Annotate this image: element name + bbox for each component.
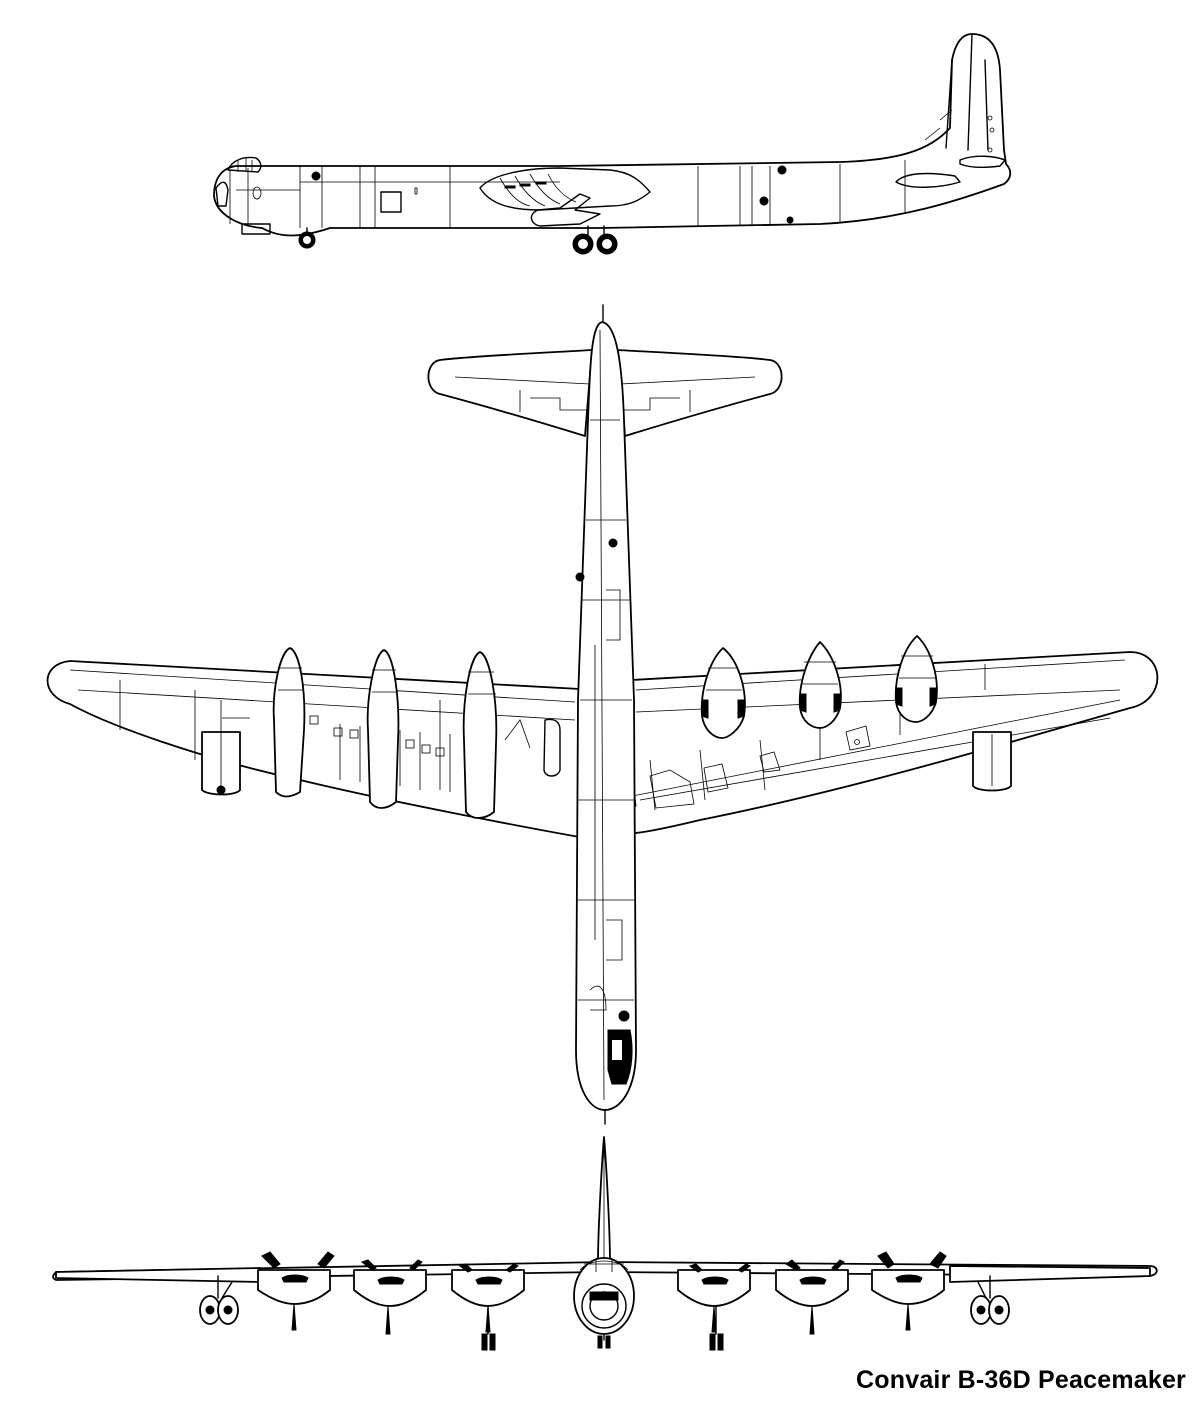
jet-pods-plan (201, 700, 1012, 796)
front-view (52, 1136, 1158, 1351)
side-view (213, 33, 1012, 255)
landing-gear-side (298, 225, 618, 255)
plan-view (46, 304, 1159, 1125)
horizontal-tail (427, 349, 783, 437)
fuselage-front (573, 1257, 635, 1335)
fuselage-plan (575, 304, 637, 1125)
vertical-fin-front (597, 1136, 611, 1263)
landing-gear-front (481, 1305, 724, 1351)
jet-pods-front (199, 1275, 1010, 1325)
engine-nacelles-front (257, 1269, 945, 1307)
fuselage-side (213, 33, 1012, 237)
engine-nacelles (272, 635, 938, 819)
diagram-caption: Convair B-36D Peacemaker (856, 1366, 1186, 1394)
left-wing (46, 660, 586, 839)
